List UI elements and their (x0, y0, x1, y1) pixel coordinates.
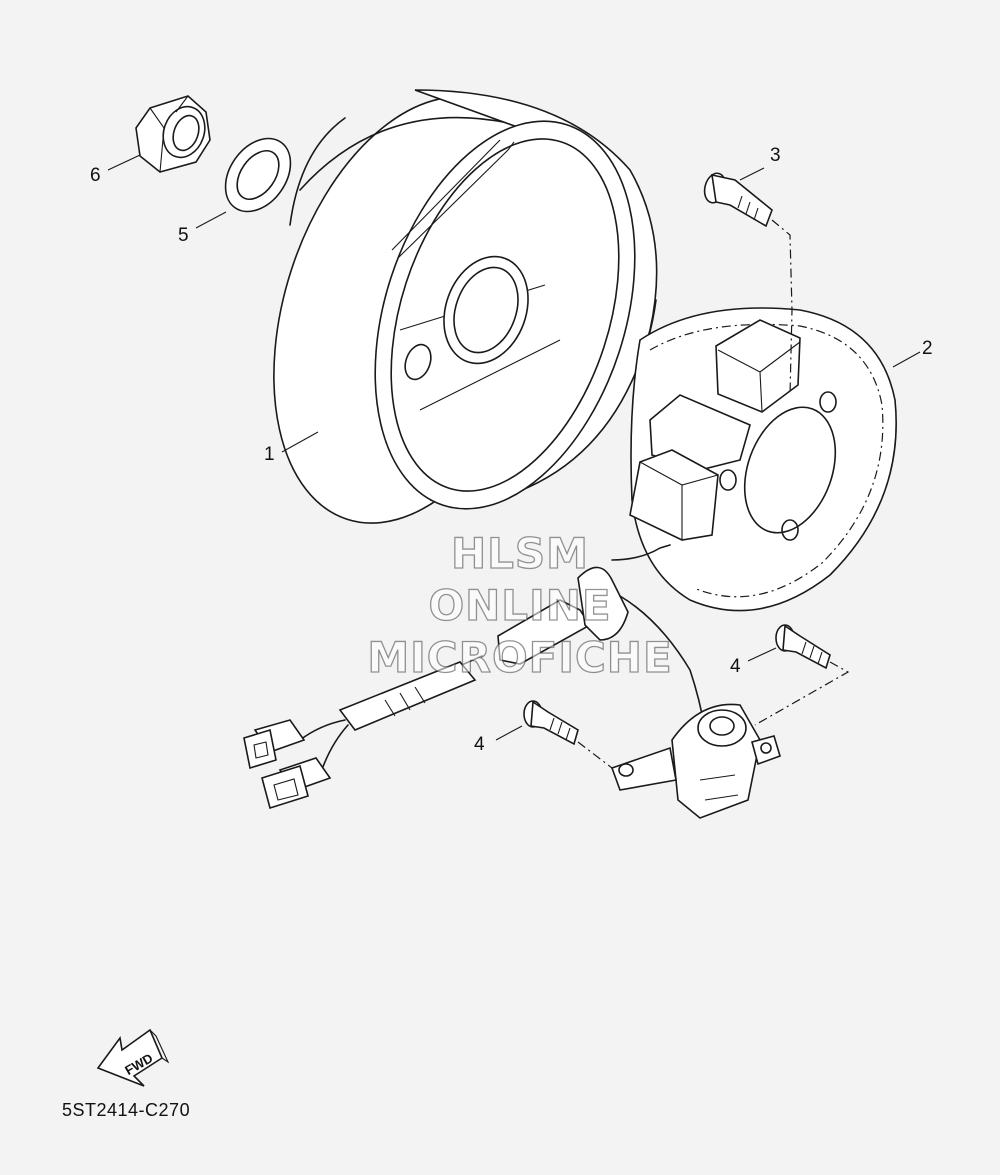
callout-1: 1 (264, 444, 275, 465)
diagram-code: 5ST2414-C270 (62, 1100, 191, 1120)
fwd-arrow-icon: FWD (96, 1028, 170, 1087)
leader-lines (107, 154, 921, 741)
wire-connector-b[interactable] (261, 757, 332, 810)
watermark-line-3: MICROFICHE (367, 633, 673, 682)
part-5-washer[interactable] (212, 126, 304, 224)
watermark-line-2: ONLINE (428, 581, 612, 630)
part-4-screw-upper[interactable] (754, 624, 850, 726)
part-3-screw[interactable] (701, 171, 793, 396)
stator-wire-harness[interactable] (299, 544, 706, 776)
callout-6: 6 (90, 165, 101, 186)
watermark-line-1: HLSM (450, 529, 589, 578)
callout-4-lower: 4 (474, 734, 485, 755)
callout-5: 5 (178, 225, 189, 246)
callout-3: 3 (770, 145, 781, 166)
part-6-nut[interactable] (135, 95, 212, 173)
part-4-screw-lower[interactable] (523, 700, 613, 769)
callout-4-upper: 4 (730, 656, 741, 677)
wire-connector-a[interactable] (243, 719, 306, 770)
pickup-coil[interactable] (610, 703, 781, 819)
callout-2: 2 (922, 338, 933, 359)
part-1-flywheel-rotor[interactable] (223, 61, 681, 560)
part-2-stator[interactable] (629, 307, 897, 612)
